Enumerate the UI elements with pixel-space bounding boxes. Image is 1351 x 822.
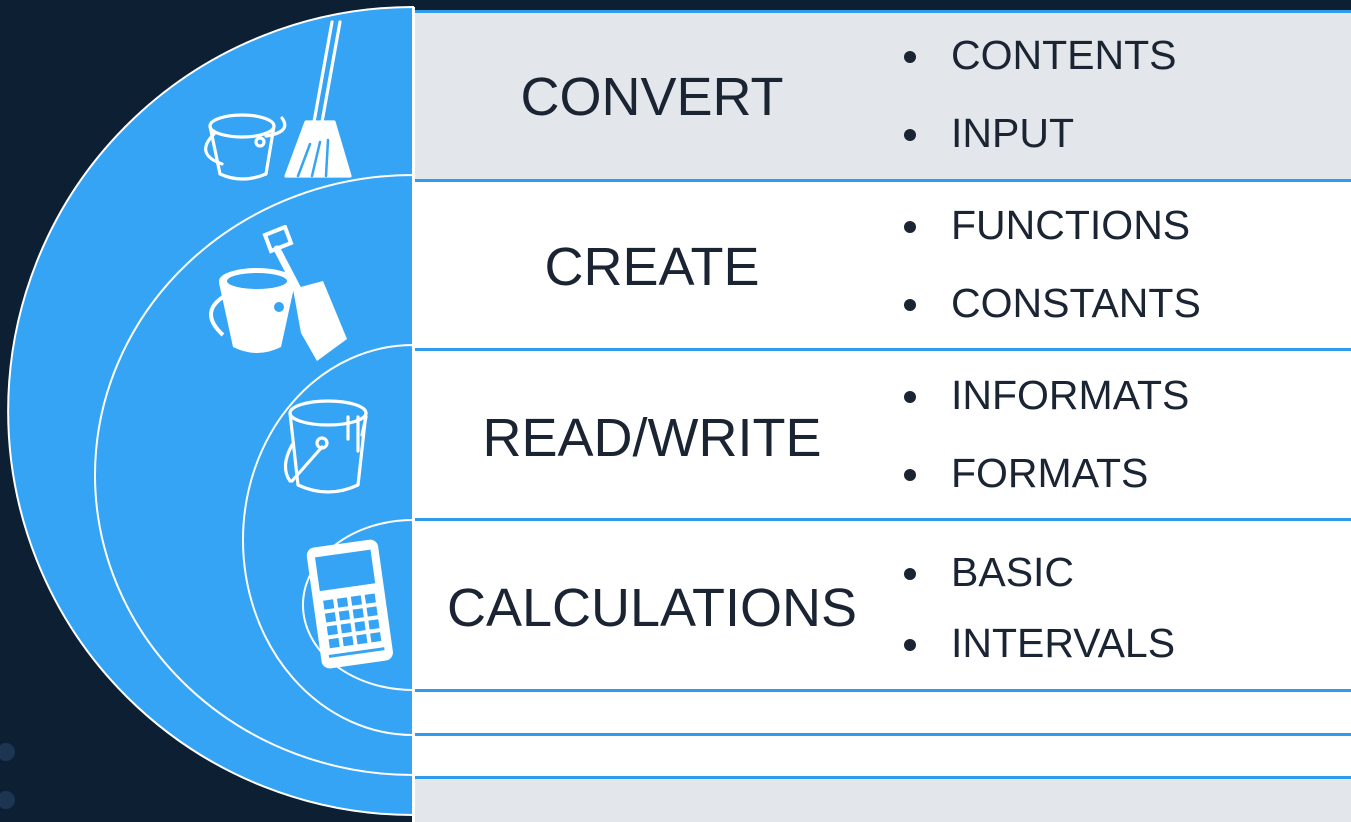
- bullet-text: CONSTANTS: [951, 280, 1201, 326]
- bullet-dot: [904, 639, 916, 651]
- divider: [413, 733, 1351, 736]
- bullet-text: INFORMATS: [951, 372, 1190, 418]
- calculator-icon: [306, 539, 393, 669]
- bucket-and-broom-icon: [204, 20, 352, 181]
- bullet-text: INPUT: [951, 110, 1074, 156]
- row-bg-empty-1: [413, 690, 1351, 735]
- bullet-text: FUNCTIONS: [951, 202, 1191, 248]
- divider: [413, 348, 1351, 351]
- row-bg-empty-3: [413, 778, 1351, 822]
- decor-dot: [0, 791, 15, 809]
- row-bg-calculations: [413, 520, 1351, 690]
- row-bg-create: [413, 180, 1351, 350]
- decor-dot: [0, 743, 15, 761]
- bullet-dot: [904, 391, 916, 403]
- bullet-text: CONTENTS: [951, 32, 1177, 78]
- ring-2: [94, 173, 414, 777]
- bullet-dot: [904, 129, 916, 141]
- divider: [413, 179, 1351, 182]
- left-border: [412, 7, 415, 822]
- bullet-dot: [904, 221, 916, 233]
- top-border: [413, 10, 1351, 13]
- bullet-text: INTERVALS: [951, 620, 1176, 666]
- bullet-text: BASIC: [951, 549, 1075, 595]
- divider: [413, 689, 1351, 692]
- bullet-text: FORMATS: [951, 450, 1149, 496]
- divider: [413, 776, 1351, 779]
- row-bg-convert: [413, 12, 1351, 180]
- row-title-calculations: CALCULATIONS: [446, 578, 858, 638]
- row-bg-empty-2: [413, 735, 1351, 778]
- row-title-create: CREATE: [544, 237, 760, 297]
- ring-3: [242, 343, 414, 737]
- bullet-dot: [904, 299, 916, 311]
- paint-bucket-icon: [283, 399, 368, 494]
- outer-semicircle: [7, 5, 414, 817]
- row-bg-readwrite: [413, 350, 1351, 520]
- row-title-readwrite: READ/WRITE: [482, 408, 822, 468]
- bucket-and-shovel-icon: [209, 225, 347, 361]
- row-title-convert: CONVERT: [520, 67, 784, 127]
- ring-4: [302, 518, 414, 692]
- bullet-dot: [904, 469, 916, 481]
- bullet-dot: [904, 568, 916, 580]
- bullet-dot: [904, 51, 916, 63]
- divider: [413, 518, 1351, 521]
